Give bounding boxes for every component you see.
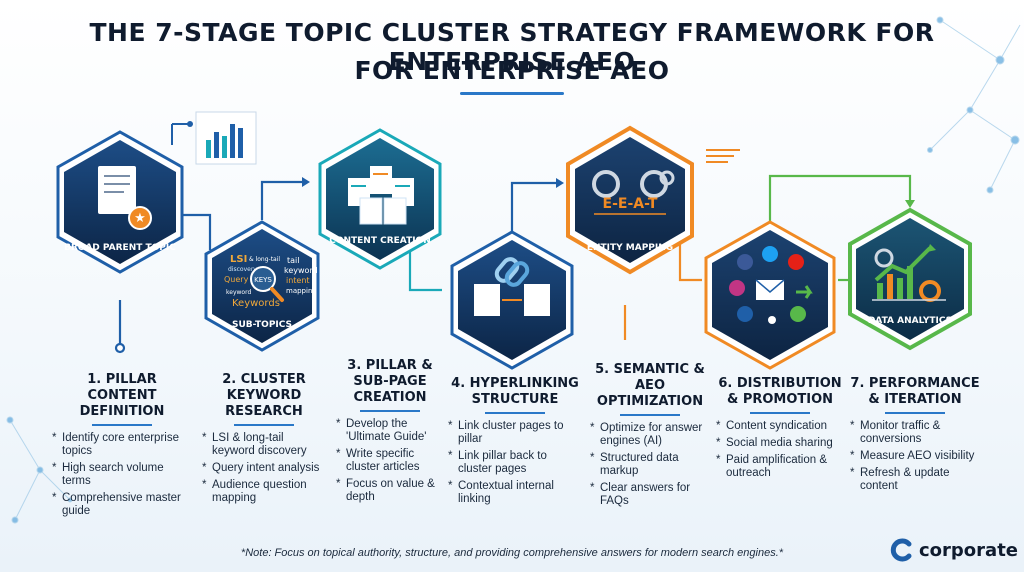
stage-title: 3. PILLAR & SUB-PAGE CREATION bbox=[347, 358, 433, 405]
stage-7-block: 7. PERFORMANCE & ITERATION Monitor traff… bbox=[850, 376, 980, 497]
title-underline bbox=[460, 92, 564, 95]
hex-label-entity-mapping: ENTITY MAPPING bbox=[586, 243, 674, 253]
bullet-item: Refresh & update content bbox=[850, 467, 980, 493]
hex-label-broad-parent-topic: BROAD PARENT TOPIC bbox=[64, 243, 176, 253]
bullet-item: Monitor traffic & conversions bbox=[850, 420, 980, 446]
stage-divider bbox=[234, 424, 294, 426]
stage-bullets: Link cluster pages to pillar Link pillar… bbox=[448, 420, 582, 506]
hex-label-data-analytics: DATA ANALYTICS bbox=[867, 316, 953, 326]
stage-divider bbox=[885, 412, 945, 414]
bullet-item: Write specific cluster articles bbox=[336, 448, 444, 474]
stage-bullets: Develop the 'Ultimate Guide' Write speci… bbox=[336, 418, 444, 504]
svg-text:intent: intent bbox=[286, 276, 310, 285]
bullet-item: Query intent analysis bbox=[202, 462, 326, 475]
svg-text:★: ★ bbox=[134, 211, 146, 226]
stage-3-block: 3. PILLAR & SUB-PAGE CREATION Develop th… bbox=[336, 358, 444, 508]
svg-text:discovery: discovery bbox=[228, 266, 257, 273]
bullet-item: Structured data markup bbox=[590, 452, 710, 478]
svg-text:Keywords: Keywords bbox=[232, 298, 280, 309]
bullet-item: Focus on value & depth bbox=[336, 478, 444, 504]
bullet-item: Clear answers for FAQs bbox=[590, 482, 710, 508]
stage-2-block: 2. CLUSTER KEYWORD RESEARCH LSI & long-t… bbox=[202, 372, 326, 509]
lines-decoration bbox=[706, 149, 740, 163]
gears-eeat-icon: E-E-A-T bbox=[592, 170, 675, 215]
bullet-item: Develop the 'Ultimate Guide' bbox=[336, 418, 444, 444]
hexagon-pillar-content: ★ bbox=[56, 130, 184, 274]
bullet-item: Comprehensive master guide bbox=[52, 492, 192, 518]
brand-logo: corporate bbox=[890, 538, 1018, 562]
bullet-item: Audience question mapping bbox=[202, 479, 326, 505]
hex-label-content-creation: CONTENT CREATION bbox=[329, 236, 431, 246]
documents-icon bbox=[348, 166, 414, 225]
stage-title: 1. PILLAR CONTENT DEFINITION bbox=[79, 372, 165, 419]
bullet-item: Link pillar back to cluster pages bbox=[448, 450, 582, 476]
svg-text:Query: Query bbox=[224, 275, 249, 284]
svg-text:keyword: keyword bbox=[284, 266, 318, 275]
bullet-item: Optimize for answer engines (AI) bbox=[590, 422, 710, 448]
stage-divider bbox=[620, 414, 680, 416]
hexagon-keyword-research: LSI & long-tail tail discovery keyword Q… bbox=[204, 220, 320, 352]
page-title-line2: FOR ENTERPRISE AEO bbox=[354, 56, 670, 85]
stage-title: 4. HYPERLINKING STRUCTURE bbox=[451, 376, 579, 407]
bullet-item: Measure AEO visibility bbox=[850, 450, 980, 463]
corporate-logo-icon bbox=[890, 538, 912, 562]
stage-bullets: Content syndication Social media sharing… bbox=[716, 420, 844, 480]
stage-1-block: 1. PILLAR CONTENT DEFINITION Identify co… bbox=[52, 372, 192, 522]
stage-4-block: 4. HYPERLINKING STRUCTURE Link cluster p… bbox=[448, 376, 582, 510]
svg-text:LSI: LSI bbox=[230, 254, 247, 265]
footnote: *Note: Focus on topical authority, struc… bbox=[240, 547, 784, 559]
svg-text:keyword: keyword bbox=[226, 289, 251, 296]
stage-title: 7. PERFORMANCE & ITERATION bbox=[850, 376, 980, 407]
analytics-chart-icon bbox=[872, 244, 946, 302]
stage-5-block: 5. SEMANTIC & AEO OPTIMIZATION Optimize … bbox=[590, 362, 710, 512]
stage-title: 6. DISTRIBUTION & PROMOTION bbox=[718, 376, 842, 407]
stage-bullets: Monitor traffic & conversions Measure AE… bbox=[850, 420, 980, 493]
stage-title: 5. SEMANTIC & AEO OPTIMIZATION bbox=[595, 362, 705, 409]
stage-title: 2. CLUSTER KEYWORD RESEARCH bbox=[222, 372, 306, 419]
stage-divider bbox=[485, 412, 545, 414]
stage-bullets: LSI & long-tail keyword discovery Query … bbox=[202, 432, 326, 505]
svg-text:mapping: mapping bbox=[286, 287, 317, 295]
chart-decoration bbox=[171, 111, 257, 165]
stage-divider bbox=[750, 412, 810, 414]
bullet-item: Social media sharing bbox=[716, 437, 844, 450]
keyword-cloud-icon: LSI & long-tail tail discovery keyword Q… bbox=[224, 254, 318, 309]
social-icons bbox=[729, 246, 813, 324]
svg-text:& long-tail: & long-tail bbox=[249, 256, 280, 263]
link-icon bbox=[474, 257, 550, 316]
hexagon-content-creation bbox=[318, 128, 442, 270]
bullet-item: Paid amplification & outreach bbox=[716, 454, 844, 480]
stage-divider bbox=[92, 424, 152, 426]
hexagon-distribution bbox=[704, 220, 836, 370]
stage-6-block: 6. DISTRIBUTION & PROMOTION Content synd… bbox=[716, 376, 844, 484]
bullet-item: LSI & long-tail keyword discovery bbox=[202, 432, 326, 458]
hexagon-semantic-aeo: E-E-A-T bbox=[566, 125, 694, 275]
network-decoration-right bbox=[927, 16, 1021, 194]
bullet-item: Link cluster pages to pillar bbox=[448, 420, 582, 446]
hexagon-hyperlinking bbox=[450, 230, 574, 370]
svg-text:E-E-A-T: E-E-A-T bbox=[603, 196, 658, 212]
hex-label-sub-topics: SUB-TOPICS bbox=[231, 320, 293, 330]
svg-text:KEYS: KEYS bbox=[254, 276, 272, 284]
stage-bullets: Identify core enterprise topics High sea… bbox=[52, 432, 192, 518]
bullet-item: Contextual internal linking bbox=[448, 480, 582, 506]
bullet-item: Identify core enterprise topics bbox=[52, 432, 192, 458]
brand-name: corporate bbox=[919, 539, 1018, 561]
page-title: THE 7-STAGE TOPIC CLUSTER STRATEGY FRAME… bbox=[89, 18, 935, 76]
bullet-item: Content syndication bbox=[716, 420, 844, 433]
bullet-item: High search volume terms bbox=[52, 462, 192, 488]
hexagon-performance bbox=[848, 207, 972, 351]
stage-bullets: Optimize for answer engines (AI) Structu… bbox=[590, 422, 710, 508]
document-star-icon: ★ bbox=[98, 166, 152, 230]
svg-text:tail: tail bbox=[287, 256, 299, 265]
stage-divider bbox=[360, 410, 420, 412]
